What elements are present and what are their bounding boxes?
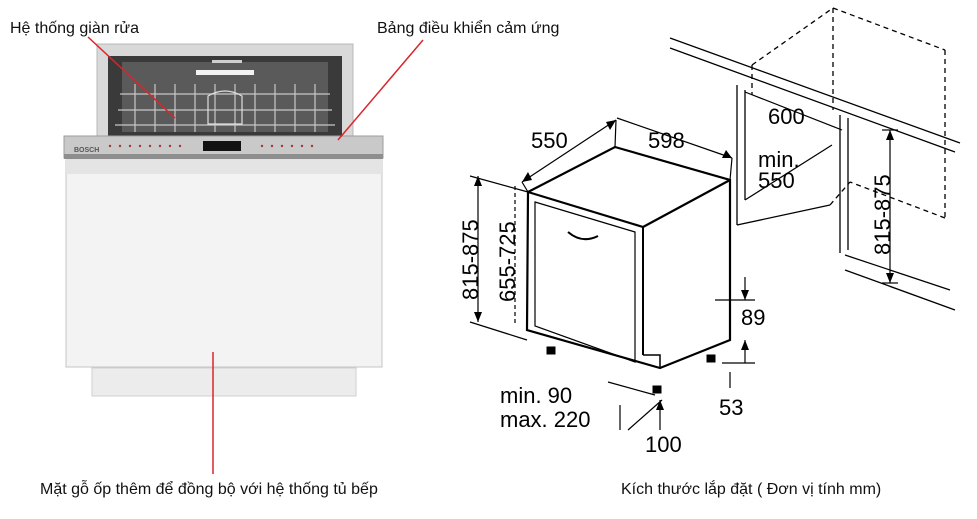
dimension-lines (469, 91, 898, 431)
foot-front-left (546, 346, 556, 355)
foot-front-right (652, 385, 662, 394)
callout-touch-panel: Bảng điều khiển cảm ứng (377, 20, 560, 37)
dim-width-label: 598 (648, 128, 685, 153)
dim-line-toe (607, 381, 656, 396)
dim-niche-depth-label: 550 (758, 168, 795, 193)
callout-lines (87, 36, 424, 474)
control-buttons (108, 144, 314, 148)
foot-back-right (706, 354, 716, 363)
display-screen (203, 141, 241, 151)
dimension-arrows (474, 120, 894, 410)
dim-plinth-top-label: 89 (741, 305, 766, 330)
callout-rack-system: Hệ thống giàn rửa (10, 20, 140, 37)
dim-niche-min-label: min. (758, 147, 800, 172)
brand-text: BOSCH (74, 147, 99, 154)
dishwasher-box (525, 145, 732, 394)
dim-niche-width-label: 600 (768, 104, 805, 129)
caption-dimensions: Kích thước lắp đặt ( Đơn vị tính mm) (621, 481, 882, 498)
dishwasher-illustration: BOSCH (63, 43, 384, 397)
dim-height-left-label: 815-875 (458, 219, 483, 300)
dim-height-inner-label: 655-725 (495, 221, 520, 302)
dim-toe-min-label: min. 90 (500, 383, 573, 408)
dim-plinth-bottom-label: 53 (719, 395, 744, 420)
dim-height-right-label: 815-875 (870, 174, 895, 255)
dim-depth-label: 550 (531, 128, 568, 153)
dim-line-niche-depth (744, 144, 833, 201)
dim-toe-max-label: max. 220 (500, 407, 591, 432)
rack-callout-line (87, 36, 176, 119)
cabinet-niche (669, 7, 961, 311)
dim-line-foot-offset (627, 399, 663, 431)
dim-line-niche-width (744, 91, 843, 131)
panel-callout-line (337, 39, 424, 141)
dish-rack (115, 84, 335, 132)
dim-line-width (616, 117, 733, 159)
dim-line-depth (521, 119, 617, 183)
callout-wood-panel: Mặt gỗ ốp thêm để đồng bộ với hệ thống t… (40, 481, 378, 498)
dim-foot-offset-label: 100 (645, 432, 682, 457)
